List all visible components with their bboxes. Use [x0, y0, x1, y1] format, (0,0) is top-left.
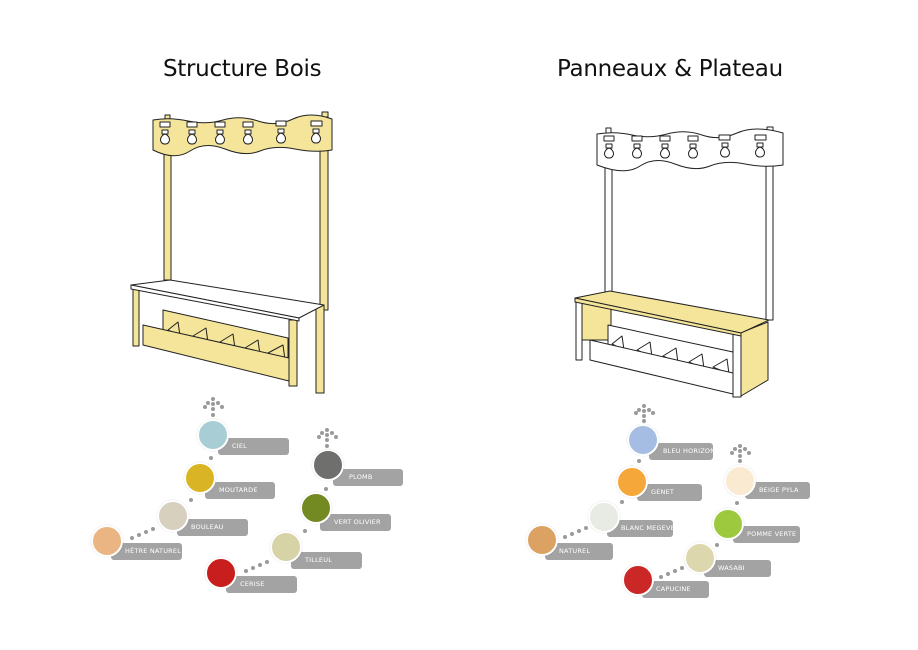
hook [659, 135, 671, 159]
color-swatch[interactable] [684, 542, 716, 574]
right-post [319, 149, 329, 311]
color-swatch[interactable] [622, 564, 654, 596]
swatch-label: WASABI [704, 560, 771, 577]
color-swatch[interactable] [184, 462, 216, 494]
swatch-label: CERISE [226, 576, 297, 593]
swatch-label: BOULEAU [177, 519, 248, 536]
front-right-leg [732, 332, 742, 398]
back-right-leg [315, 304, 325, 394]
swatch-label: MOUTARDE [205, 482, 275, 499]
swatch-label: POMME VERTE [733, 526, 800, 543]
seat [130, 279, 325, 319]
seat-edge [130, 284, 300, 322]
front-left-leg [575, 301, 583, 361]
hook [631, 135, 643, 159]
swatch-label: BLEU HORIZON [649, 443, 715, 460]
hook [242, 121, 254, 145]
color-swatch[interactable] [627, 424, 659, 456]
color-swatch[interactable] [91, 525, 123, 557]
color-swatch[interactable] [157, 500, 189, 532]
hooks [603, 134, 767, 159]
swatch-label: HÊTRE NATUREL [111, 543, 182, 560]
hooks [159, 120, 323, 145]
hook [310, 120, 323, 144]
swatch-label: NATUREL [545, 543, 613, 560]
swatch-label: PLOMB [333, 469, 403, 486]
swatch-label: CIEL [218, 438, 289, 455]
hook [186, 121, 198, 145]
title-panneaux-plateau: Panneaux & Plateau [557, 56, 783, 82]
swatch-label: GENET [637, 484, 702, 501]
swatch-label: BLANC MEGEVE [607, 520, 675, 537]
bench-right [574, 126, 784, 398]
hook [687, 135, 699, 159]
seat-edge [574, 297, 742, 337]
title-structure-bois: Structure Bois [163, 56, 322, 82]
color-swatch[interactable] [724, 465, 756, 497]
color-swatch[interactable] [588, 501, 620, 533]
left-post [163, 151, 172, 281]
color-swatch[interactable] [526, 524, 558, 556]
swatch-label: CAPUCINE [642, 581, 709, 598]
color-swatch[interactable] [205, 557, 237, 589]
hook [603, 135, 615, 159]
color-swatch[interactable] [197, 419, 229, 451]
hook [214, 121, 226, 145]
hook [159, 121, 171, 145]
color-swatch[interactable] [616, 466, 648, 498]
front-left-leg [132, 288, 140, 347]
hook [275, 120, 287, 144]
side-panel-right [739, 321, 769, 397]
color-swatch[interactable] [312, 449, 344, 481]
hook [718, 134, 731, 158]
hook-board [152, 114, 333, 157]
color-swatch[interactable] [270, 531, 302, 563]
bench-left [130, 111, 333, 394]
color-swatch[interactable] [300, 492, 332, 524]
swatch-label: BEIGE PYLA [745, 482, 810, 499]
left-post [604, 164, 613, 294]
front-right-leg [288, 319, 298, 387]
hook [754, 134, 767, 158]
color-swatch[interactable] [712, 508, 744, 540]
swatch-label: TILLEUL [291, 552, 362, 569]
swatch-label: VERT OLIVIER [320, 514, 391, 531]
right-post [765, 164, 774, 321]
